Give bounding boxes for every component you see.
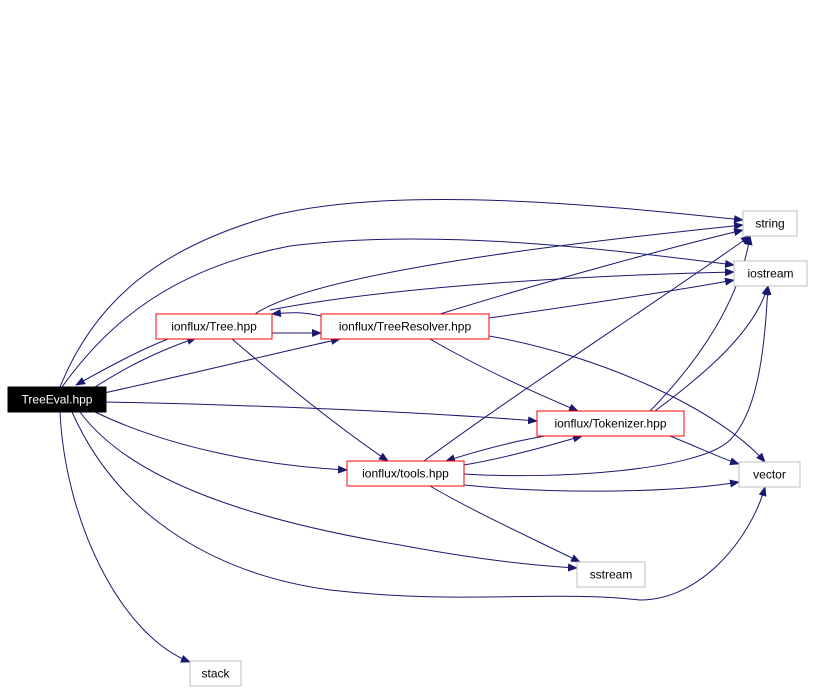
edge-tools-to-vector	[463, 479, 740, 492]
edge-treeeval-to-tokenizer	[105, 401, 538, 425]
edge-tree-to-string	[254, 221, 744, 315]
edge-tools-to-string	[423, 235, 751, 462]
edge-treeresolver-to-string	[439, 228, 744, 315]
node-box-tokenizer	[536, 410, 685, 437]
node-box-vector	[738, 461, 801, 488]
node-label-tools: ionflux/tools.hpp	[362, 467, 449, 481]
edge-tokenizer-to-iostream	[654, 285, 770, 412]
edge-treeeval-to-tree	[94, 337, 197, 388]
node-box-stack	[189, 660, 242, 687]
node-tokenizer[interactable]: ionflux/Tokenizer.hpp	[536, 410, 685, 437]
edge-tools-to-iostream	[463, 285, 772, 477]
node-label-tokenizer: ionflux/Tokenizer.hpp	[554, 417, 666, 431]
node-sstream[interactable]: sstream	[576, 561, 646, 588]
node-box-treeeval	[7, 386, 107, 413]
edge-treeeval-to-iostream	[61, 238, 735, 388]
edge-treeeval-to-string	[59, 198, 744, 388]
node-vector[interactable]: vector	[738, 461, 801, 488]
node-box-treeresolver	[320, 313, 490, 340]
node-box-tools	[346, 460, 465, 487]
edge-treeeval-to-stack	[59, 411, 191, 663]
node-box-tree	[155, 313, 273, 340]
node-label-vector: vector	[753, 468, 786, 482]
node-treeeval: TreeEval.hpp	[7, 386, 107, 413]
node-treeresolver[interactable]: ionflux/TreeResolver.hpp	[320, 313, 490, 340]
node-label-string: string	[755, 217, 784, 231]
node-label-treeresolver: ionflux/TreeResolver.hpp	[339, 320, 472, 334]
edge-tools-to-tokenizer	[463, 434, 583, 466]
edge-treeeval-to-sstream	[79, 411, 578, 572]
node-tree[interactable]: ionflux/Tree.hpp	[155, 313, 273, 340]
node-box-sstream	[576, 561, 646, 588]
node-label-sstream: sstream	[590, 568, 633, 582]
edge-treeeval-to-treeresolver	[103, 336, 341, 394]
edge-tools-to-sstream	[429, 485, 581, 563]
edge-treeresolver-to-tokenizer	[429, 338, 579, 412]
edge-treeresolver-to-iostream	[488, 277, 735, 319]
node-label-stack: stack	[201, 667, 230, 681]
node-layer: TreeEval.hpp ionflux/Tree.hpp ionflux/Tree…	[7, 210, 808, 687]
node-box-string	[742, 210, 798, 237]
edge-tree-to-iostream	[269, 268, 735, 311]
edge-treeeval-to-vector	[71, 411, 767, 601]
node-label-iostream: iostream	[747, 267, 793, 281]
edge-tree-to-treeeval	[75, 338, 169, 386]
edge-treeresolver-to-vector	[488, 335, 766, 463]
edge-tokenizer-to-vector	[669, 435, 740, 466]
edge-tree-to-tools	[231, 338, 389, 462]
node-label-tree: ionflux/Tree.hpp	[171, 320, 257, 334]
edge-layer	[59, 198, 772, 663]
edge-tokenizer-to-string	[649, 235, 753, 412]
edge-treeresolver-to-tree	[271, 309, 322, 317]
edge-tokenizer-to-tools	[445, 435, 546, 463]
node-box-iostream	[733, 260, 808, 287]
node-string[interactable]: string	[742, 210, 798, 237]
edge-treeeval-to-tools	[94, 411, 348, 474]
node-stack[interactable]: stack	[189, 660, 242, 687]
node-iostream[interactable]: iostream	[733, 260, 808, 287]
node-tools[interactable]: ionflux/tools.hpp	[346, 460, 465, 487]
node-label-treeeval: TreeEval.hpp	[22, 393, 93, 407]
